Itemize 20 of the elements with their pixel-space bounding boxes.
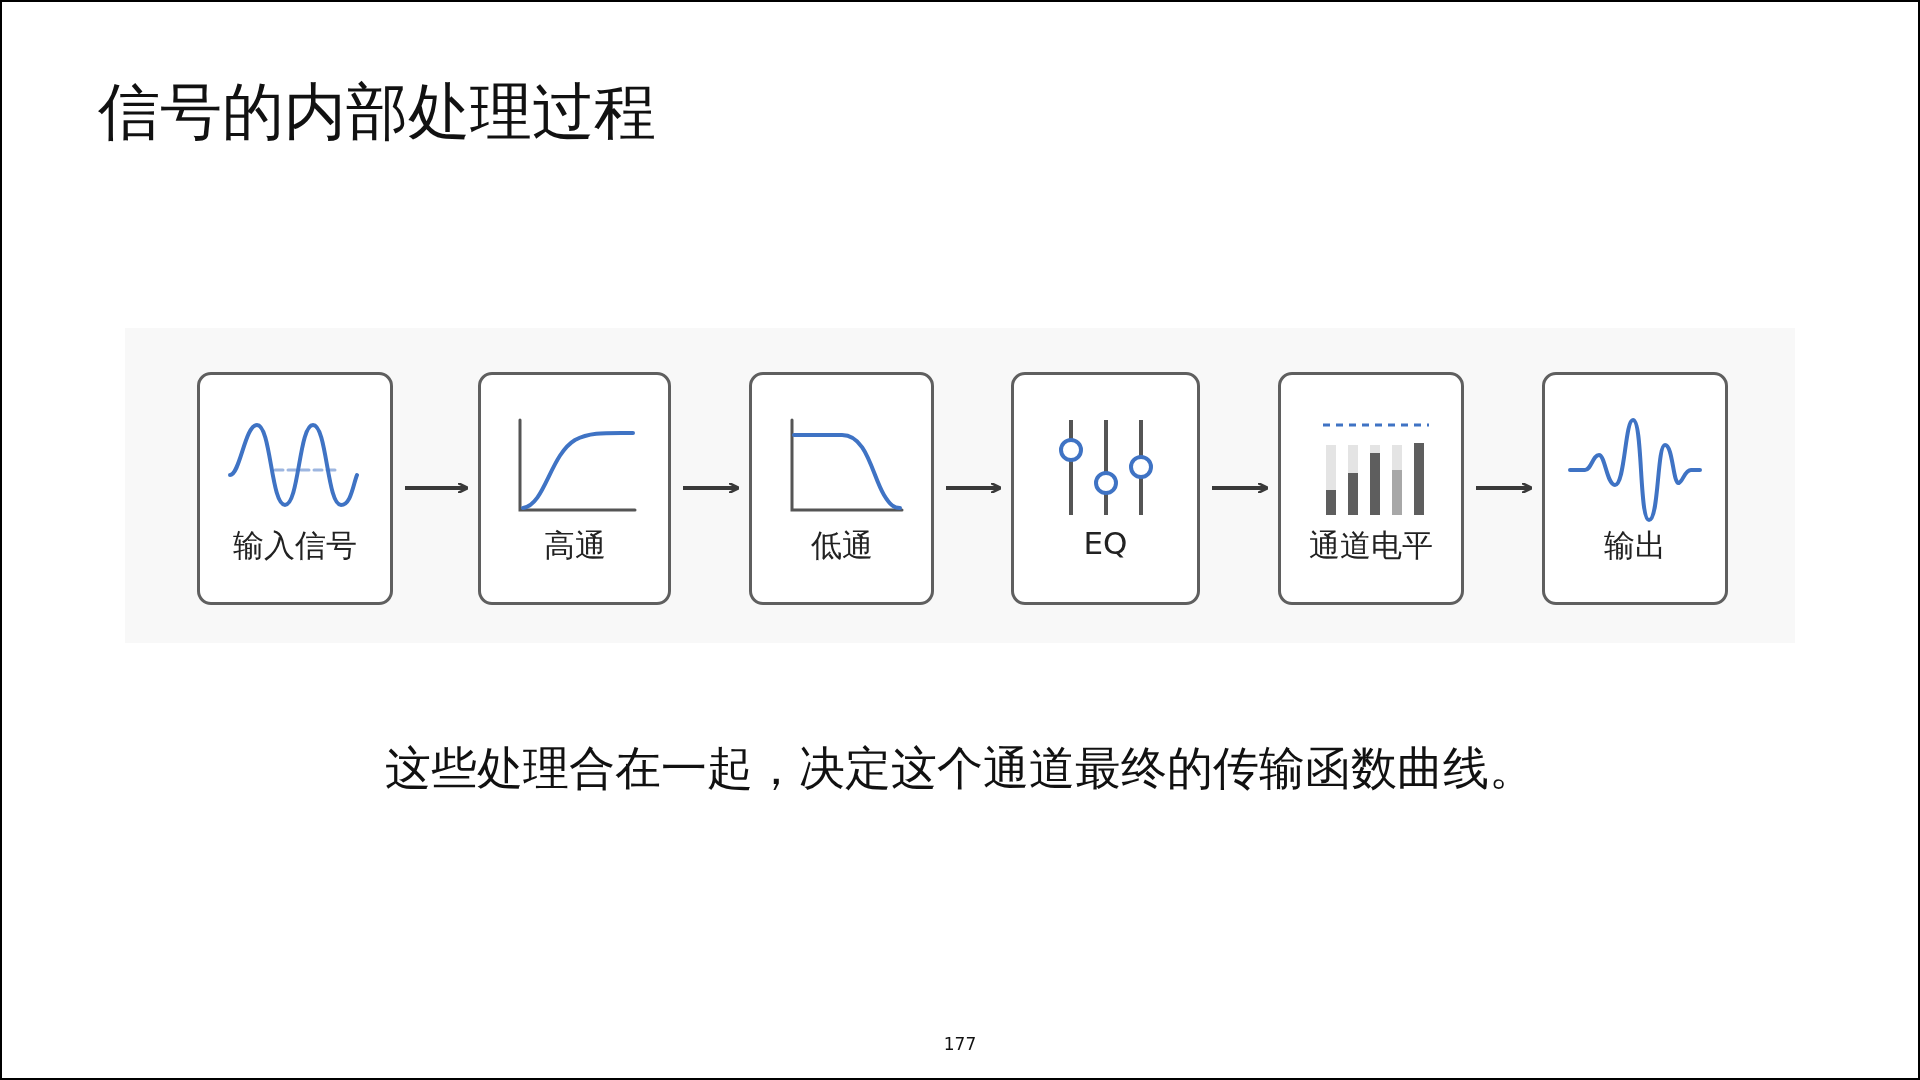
box-label: 低通 bbox=[810, 527, 873, 563]
arrow bbox=[405, 481, 470, 495]
box-label: EQ bbox=[1083, 525, 1128, 561]
arrow bbox=[1212, 481, 1270, 495]
process-box bbox=[1011, 372, 1200, 605]
box-label: 输出 bbox=[1604, 527, 1666, 563]
process-box bbox=[1278, 372, 1464, 605]
arrow bbox=[683, 481, 741, 495]
process-box bbox=[197, 372, 393, 605]
page-number: 177 bbox=[943, 1034, 977, 1054]
arrow bbox=[1476, 481, 1534, 495]
box-label: 高通 bbox=[543, 527, 606, 563]
process-box bbox=[749, 372, 934, 605]
slide-title: 信号的内部处理过程 bbox=[98, 74, 656, 150]
arrow bbox=[946, 481, 1003, 495]
process-box bbox=[1542, 372, 1728, 605]
box-label: 输入信号 bbox=[233, 527, 357, 563]
caption: 这些处理合在一起，决定这个通道最终的传输函数曲线。 bbox=[385, 741, 1535, 795]
box-label: 通道电平 bbox=[1309, 527, 1433, 563]
process-box bbox=[478, 372, 671, 605]
